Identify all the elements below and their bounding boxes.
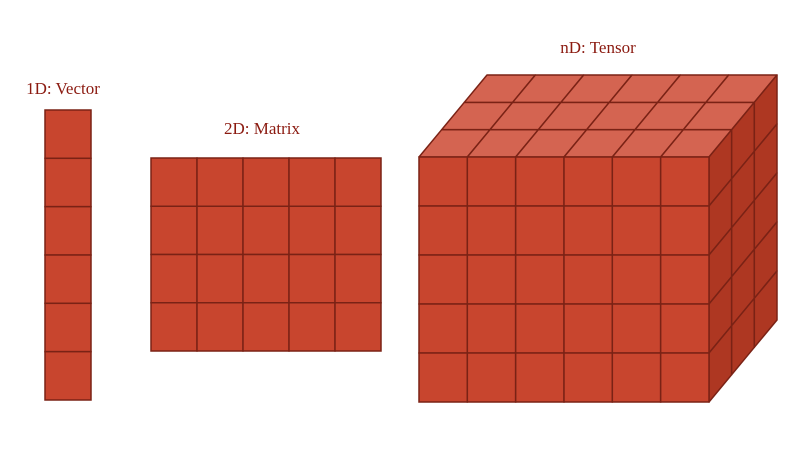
tensor-front-cell — [514, 254, 565, 305]
tensor-front-cell — [514, 156, 565, 207]
tensor-front-cell — [418, 254, 469, 305]
vector-1d — [44, 109, 92, 401]
matrix-cell — [196, 302, 244, 352]
matrix-2d — [150, 157, 382, 352]
tensor-front-cell — [611, 352, 662, 403]
tensor-front-cell — [659, 156, 710, 207]
tensor-front-cell — [563, 352, 614, 403]
tensor-front-cell — [611, 303, 662, 354]
matrix-cell — [196, 253, 244, 304]
tensor-front-cell — [466, 156, 517, 207]
tensor-nd — [418, 74, 778, 403]
tensor-front-cell — [514, 303, 565, 354]
matrix-cell — [288, 157, 336, 207]
tensor-front-cell — [514, 352, 565, 403]
vector-cell — [44, 302, 92, 353]
tensor-front-cell — [418, 352, 469, 403]
matrix-cell — [334, 205, 382, 256]
tensor-front-cell — [611, 205, 662, 256]
matrix-cell — [242, 157, 290, 207]
tensor-label: nD: Tensor — [560, 38, 636, 57]
tensor-front-cell — [563, 254, 614, 305]
matrix-cell — [150, 253, 198, 304]
tensor-front-cell — [418, 303, 469, 354]
matrix-cell — [150, 157, 198, 207]
matrix-cell — [150, 302, 198, 352]
tensor-front-cell — [418, 205, 469, 256]
tensor-front-cell — [563, 205, 614, 256]
matrix-cell — [242, 302, 290, 352]
matrix-cell — [242, 253, 290, 304]
matrix-cell — [288, 205, 336, 256]
tensor-side-cell — [753, 270, 778, 349]
matrix-cell — [334, 253, 382, 304]
tensor-front-cell — [659, 205, 710, 256]
matrix-cell — [334, 157, 382, 207]
tensor-front-cell — [659, 303, 710, 354]
tensor-front-cell — [611, 156, 662, 207]
tensor-front-cell — [466, 303, 517, 354]
matrix-cell — [150, 205, 198, 256]
matrix-cell — [196, 157, 244, 207]
matrix-cell — [196, 205, 244, 256]
tensor-front-cell — [514, 205, 565, 256]
tensor-front-cell — [563, 303, 614, 354]
matrix-cell — [334, 302, 382, 352]
matrix-cell — [288, 302, 336, 352]
matrix-cell — [242, 205, 290, 256]
tensor-front-cell — [563, 156, 614, 207]
tensor-front-cell — [466, 254, 517, 305]
matrix-cell — [288, 253, 336, 304]
tensor-front-cell — [611, 254, 662, 305]
tensor-front-cell — [659, 352, 710, 403]
tensor-front-cell — [659, 254, 710, 305]
vector-label: 1D: Vector — [26, 79, 100, 98]
vector-cell — [44, 350, 92, 401]
tensor-front-cell — [466, 352, 517, 403]
vector-cell — [44, 205, 92, 256]
vector-cell — [44, 254, 92, 305]
vector-cell — [44, 109, 92, 160]
tensor-front-cell — [418, 156, 469, 207]
tensor-front-cell — [466, 205, 517, 256]
vector-cell — [44, 157, 92, 208]
matrix-label: 2D: Matrix — [224, 119, 301, 138]
